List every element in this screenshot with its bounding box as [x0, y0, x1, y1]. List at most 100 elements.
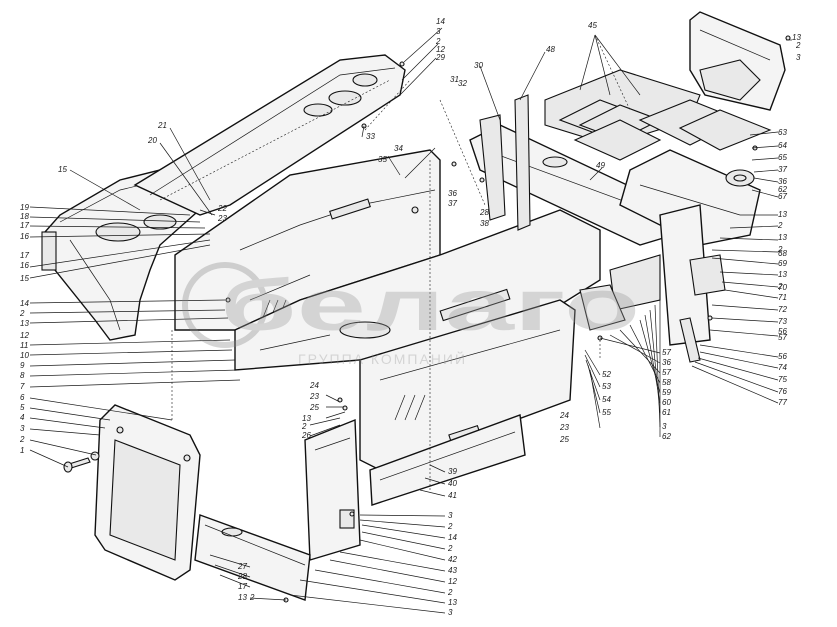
callout-label: 2 — [19, 435, 25, 444]
callout-label: 57 — [662, 348, 671, 357]
callout-label: 8 — [20, 371, 25, 380]
callout-label: 27 — [237, 562, 247, 571]
watermark-brand: белаго — [220, 266, 640, 346]
callout-label: 17 — [238, 582, 247, 591]
callout-label: 60 — [662, 398, 671, 407]
lower-right-cover — [369, 414, 526, 506]
callout-label: 40 — [448, 479, 457, 488]
callout-label: 12 — [448, 577, 457, 586]
callout-label: 30 — [474, 61, 483, 70]
callout-label: 69 — [778, 259, 787, 268]
callout-label: 2 — [435, 37, 441, 46]
assembly-axes — [171, 34, 631, 490]
callout-label: 13 — [20, 319, 29, 328]
callout-label: 24 — [559, 411, 569, 420]
callout-label: 13 — [778, 210, 787, 219]
callout-label: 21 — [157, 121, 167, 130]
callout-label: 13 — [302, 414, 311, 423]
callout-label: 49 — [596, 161, 605, 170]
callout-label: 70 — [778, 283, 787, 292]
callout-label: 7 — [20, 382, 25, 391]
callout-label: 5 — [20, 403, 25, 412]
callout-label: 68 — [778, 249, 787, 258]
callout-label: 71 — [778, 293, 787, 302]
callout-label: 62 — [662, 432, 671, 441]
callout-label: 41 — [448, 491, 457, 500]
right-bracket — [579, 204, 726, 363]
right-floor-section — [619, 149, 761, 246]
crossmember-frame — [469, 94, 691, 246]
callout-label: 52 — [602, 370, 611, 379]
callout-labels: 1432122921202223151918171617161514213121… — [19, 17, 801, 617]
callout-label: 14 — [436, 17, 445, 26]
watermark-ring — [182, 262, 268, 348]
callout-label: 13 — [448, 598, 457, 607]
callout-label: 15 — [58, 165, 67, 174]
callout-label: 59 — [662, 388, 671, 397]
callout-label: 25 — [559, 435, 569, 444]
upper-dash-panel — [133, 54, 406, 216]
callout-label: 28 — [479, 208, 489, 217]
callout-label: 6 — [20, 393, 25, 402]
callout-label: 17 — [20, 221, 29, 230]
callout-label: 35 — [378, 155, 387, 164]
watermark: белаго ГРУППА КОМПАНИЙ — [182, 262, 640, 367]
callout-label: 57 — [778, 333, 787, 342]
callout-label: 33 — [366, 132, 375, 141]
callout-label: 63 — [778, 128, 787, 137]
callout-label: 28 — [237, 572, 247, 581]
callout-label: 4 — [20, 413, 25, 422]
callout-label: 67 — [778, 192, 787, 201]
bolt-1 — [63, 451, 100, 473]
callout-label: 16 — [20, 261, 29, 270]
callout-label: 2 — [777, 245, 783, 254]
callout-label: 34 — [394, 144, 403, 153]
callout-label: 54 — [602, 395, 611, 404]
callout-label: 1 — [20, 446, 24, 455]
callout-label: 16 — [20, 232, 29, 241]
parts-drawing — [41, 11, 791, 603]
callout-label: 2 — [777, 282, 783, 291]
callout-label: 10 — [20, 351, 29, 360]
callout-label: 37 — [778, 165, 787, 174]
lower-left-cover — [304, 418, 361, 561]
callout-label: 62 — [778, 185, 787, 194]
callout-label: 2 — [447, 588, 453, 597]
callout-label: 13 — [778, 270, 787, 279]
watermark-tagline: ГРУППА КОМПАНИЙ — [298, 350, 467, 367]
callout-label: 2 — [447, 522, 453, 531]
callout-label: 13 — [778, 233, 787, 242]
windshield-frame — [94, 404, 201, 581]
callout-label: 53 — [602, 382, 611, 391]
callout-label: 48 — [546, 45, 555, 54]
callout-label: 36 — [778, 177, 787, 186]
callout-label: 19 — [20, 203, 29, 212]
callout-label: 45 — [588, 21, 597, 30]
callout-label: 2 — [447, 544, 453, 553]
callout-label: 13 — [238, 593, 247, 602]
callout-label: 3 — [20, 424, 25, 433]
callout-label: 12 — [436, 45, 445, 54]
callout-label: 14 — [20, 299, 29, 308]
callout-label: 20 — [147, 136, 157, 145]
callout-label: 37 — [448, 199, 457, 208]
callout-label: 3 — [448, 511, 453, 520]
callout-label: 3 — [796, 53, 801, 62]
callout-label: 77 — [778, 398, 787, 407]
callout-label: 17 — [20, 251, 29, 260]
seal-strip — [194, 514, 311, 601]
callout-label: 14 — [448, 533, 457, 542]
callout-label: 57 — [662, 368, 671, 377]
callout-label: 26 — [301, 431, 311, 440]
callout-label: 3 — [448, 608, 453, 617]
leader-lines — [29, 27, 792, 614]
callout-label: 2 — [19, 309, 25, 318]
callout-label: 56 — [778, 352, 787, 361]
callout-label: 3 — [436, 27, 441, 36]
callout-label: 2 — [301, 422, 307, 431]
callout-label: 31 — [450, 75, 459, 84]
callout-label: 36 — [448, 189, 457, 198]
callout-label: 18 — [20, 212, 29, 221]
rear-seat-panel — [689, 11, 786, 111]
